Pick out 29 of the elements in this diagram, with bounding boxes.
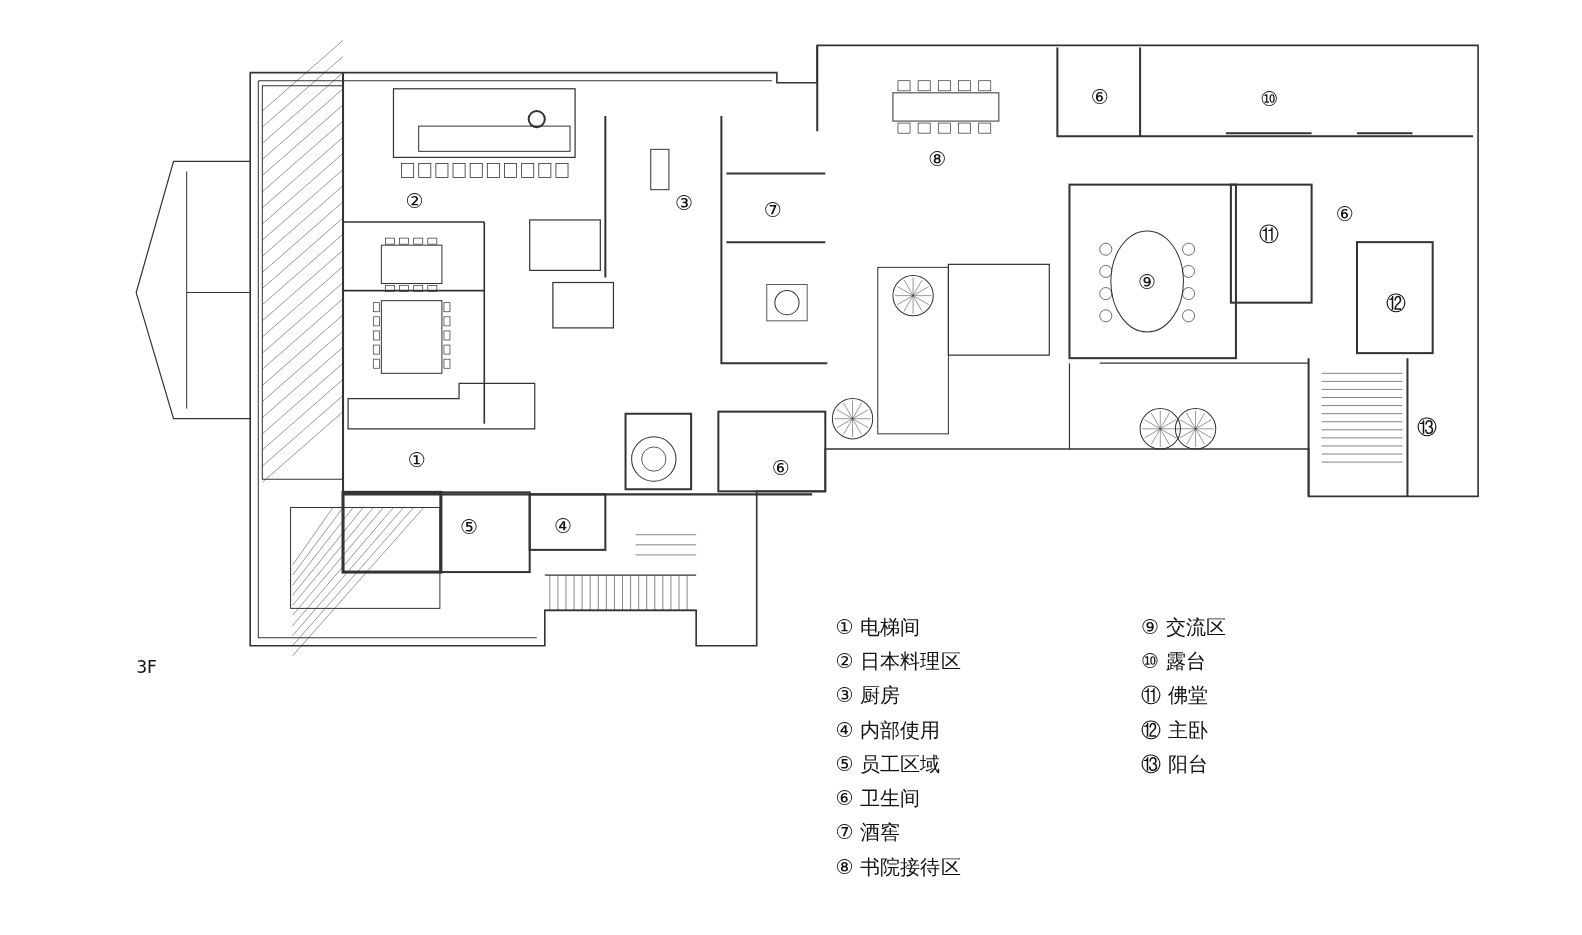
callout-number: ① <box>407 450 426 471</box>
callout-number: ④ <box>553 515 573 536</box>
room-key-entry: ⑪ 佛堂 <box>1141 685 1209 706</box>
callout-number: ⑨ <box>1138 271 1157 292</box>
room-key-entry: ⑤ 员工区域 <box>835 753 941 774</box>
callout-number: ⑤ <box>460 516 479 537</box>
callout-number: ⑥ <box>771 458 790 479</box>
callout-number: ⑫ <box>1386 292 1407 313</box>
room-key-entry: ⑥ 卫生间 <box>835 787 921 809</box>
room-key-entry: ⑦ 酒窖 <box>835 822 901 843</box>
room-key-entry: ⑬ 阳台 <box>1141 753 1209 774</box>
callout-number: ⑪ <box>1259 224 1280 245</box>
room-key-entry: ⑫ 主卧 <box>1141 719 1209 740</box>
callout-number: ③ <box>675 192 694 213</box>
room-key-entry: ② 日本料理区 <box>835 650 961 671</box>
callout-number: ⑩ <box>1260 88 1279 109</box>
floor-label: 3F <box>136 659 157 677</box>
callout-number: ⑧ <box>928 149 947 170</box>
callout-number: ⑦ <box>763 199 782 220</box>
room-key-entry: ④ 内部使用 <box>835 719 941 740</box>
room-key-entry: ⑩ 露台 <box>1141 650 1206 671</box>
room-key-entry: ⑧ 书院接待区 <box>835 856 961 877</box>
callout-number: ⑬ <box>1416 416 1437 437</box>
callout-number: ② <box>405 190 424 211</box>
room-key-entry: ③ 厨房 <box>835 685 901 706</box>
callout-number: ⑥ <box>1090 86 1109 107</box>
room-key-entry: ⑨ 交流区 <box>1141 616 1227 637</box>
room-key-entry: ① 电梯间 <box>835 616 921 637</box>
callout-number: ⑥ <box>1335 203 1354 224</box>
